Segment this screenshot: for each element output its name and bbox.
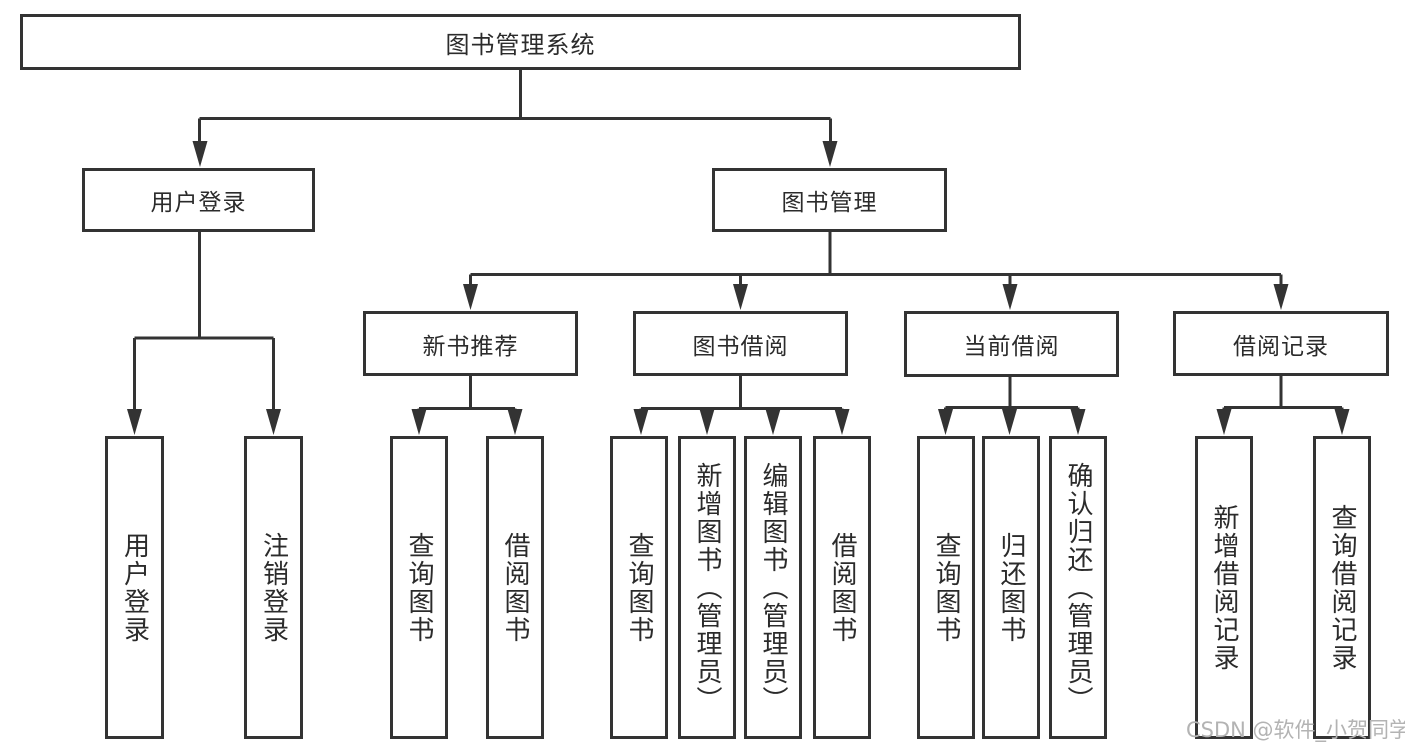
node-new-book-recommend-label: 新书推荐 [422,333,519,360]
leaf-borrow-books-label: 借阅图书 [827,531,857,644]
leaf-borrow-books: 借阅图书 [813,436,871,739]
leaf-edit-books-admin: 编辑图书（管理员） [744,436,802,739]
node-new-book-recommend: 新书推荐 [363,311,578,376]
csdn-watermark: CSDN @软件_小贺同学 [1186,718,1405,742]
leaf-query-books-recommend-label: 查询图书 [404,531,434,644]
node-borrowing-records-label: 借阅记录 [1233,333,1329,360]
leaf-add-borrow-record: 新增借阅记录 [1195,436,1253,739]
leaf-borrow-books-recommend: 借阅图书 [486,436,544,739]
node-book-borrowing-label: 图书借阅 [692,333,789,360]
leaf-query-books-borrowing: 查询图书 [610,436,668,739]
leaf-user-login-label: 用户登录 [119,531,150,644]
leaf-query-borrow-record: 查询借阅记录 [1313,436,1371,739]
node-borrowing-records: 借阅记录 [1173,311,1389,376]
leaf-add-borrow-record-label: 新增借阅记录 [1209,503,1239,672]
leaf-add-books-admin: 新增图书（管理员） [678,436,736,739]
leaf-return-books-label: 归还图书 [996,531,1026,644]
node-library-system-label: 图书管理系统 [445,30,596,59]
node-book-management: 图书管理 [712,168,947,232]
node-library-system: 图书管理系统 [20,14,1021,70]
leaf-logout-label: 注销登录 [258,531,289,644]
node-current-borrowing: 当前借阅 [904,311,1119,377]
leaf-borrow-books-recommend-label: 借阅图书 [500,531,530,644]
leaf-confirm-return-admin-label: 确认归还（管理员） [1063,461,1093,714]
leaf-query-books-current-label: 查询图书 [931,531,961,644]
node-book-management-label: 图书管理 [781,190,878,216]
leaf-confirm-return-admin: 确认归还（管理员） [1049,436,1107,739]
node-user-login: 用户登录 [82,168,315,232]
leaf-add-books-admin-label: 新增图书（管理员） [692,461,722,714]
node-current-borrowing-label: 当前借阅 [963,334,1060,360]
leaf-query-books-borrowing-label: 查询图书 [624,531,654,644]
leaf-query-borrow-record-label: 查询借阅记录 [1327,503,1357,672]
node-book-borrowing: 图书借阅 [633,311,848,376]
node-user-login-label: 用户登录 [150,190,247,216]
leaf-return-books: 归还图书 [982,436,1040,739]
leaf-user-login: 用户登录 [105,436,164,739]
leaf-edit-books-admin-label: 编辑图书（管理员） [758,461,788,714]
leaf-query-books-current: 查询图书 [917,436,975,739]
leaf-logout: 注销登录 [244,436,303,739]
leaf-query-books-recommend: 查询图书 [390,436,448,739]
